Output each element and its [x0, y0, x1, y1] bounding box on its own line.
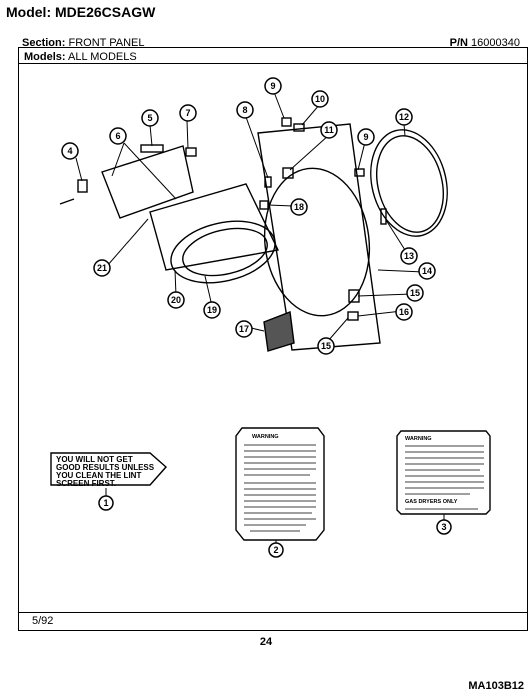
callout-8: 8 — [242, 105, 247, 115]
lint-label-line-4: SCREEN FIRST. — [56, 479, 116, 488]
door-outer-panel — [101, 145, 194, 219]
front-panel — [257, 123, 381, 351]
warning-label-3-title: WARNING — [405, 436, 432, 442]
callout-12: 12 — [399, 112, 409, 122]
callout-9b: 9 — [363, 132, 368, 142]
warning-label-2 — [235, 427, 325, 541]
footer-divider — [19, 612, 527, 613]
callout-6: 6 — [115, 131, 120, 141]
warning-label-2-title: WARNING — [252, 434, 279, 440]
part-15a — [348, 289, 360, 303]
screw-4 — [59, 198, 75, 205]
callout-21: 21 — [97, 263, 107, 273]
callout-18: 18 — [294, 202, 304, 212]
lint-label-line-3: YOU CLEAN THE LINT — [56, 471, 141, 480]
page-number: 24 — [259, 636, 273, 648]
diagram-frame — [18, 47, 528, 631]
part-7 — [185, 147, 197, 157]
part-9a — [281, 117, 292, 127]
models-divider — [19, 63, 527, 64]
drum-seal-ring-inner — [376, 135, 444, 233]
warning-label-3-fine-print — [405, 445, 484, 510]
section-label: Section: — [22, 37, 66, 49]
part-15b — [347, 311, 359, 321]
hinge-part-5 — [140, 144, 164, 153]
callout-4: 4 — [67, 146, 72, 156]
warning-label-3 — [396, 430, 491, 515]
models-value: ALL MODELS — [68, 51, 137, 63]
section-line: Section: FRONT PANEL — [22, 37, 144, 49]
callout-3: 3 — [441, 522, 446, 532]
callout-7: 7 — [185, 108, 190, 118]
callout-9a: 9 — [270, 81, 275, 91]
models-label: Models: — [24, 51, 66, 63]
callout-10: 10 — [315, 94, 325, 104]
pn-value: 16000340 — [471, 37, 520, 49]
models-line: Models: ALL MODELS — [24, 51, 137, 63]
model-label: Model: — [6, 4, 52, 20]
gas-dryers-only: GAS DRYERS ONLY — [405, 499, 458, 505]
door-inner-panel — [149, 183, 280, 271]
drum-seal-ring — [370, 129, 448, 237]
front-panel-opening — [263, 167, 371, 317]
part-9b — [354, 168, 365, 177]
callout-20: 20 — [171, 295, 181, 305]
warning-label-2-fine-print — [244, 444, 316, 532]
revision-date: 5/92 — [32, 615, 54, 627]
model-value: MDE26CSAGW — [55, 4, 156, 20]
pn-label: P/N — [449, 37, 468, 49]
callout-17: 17 — [239, 324, 249, 334]
callout-2: 2 — [273, 545, 278, 555]
lint-warning-label — [50, 452, 167, 486]
lint-label-line-1: YOU WILL NOT GET — [56, 455, 133, 464]
part-number-line: P/N 16000340 — [450, 37, 520, 49]
callout-13: 13 — [404, 251, 414, 261]
callout-16: 16 — [399, 307, 409, 317]
callout-11: 11 — [324, 125, 334, 135]
door-gasket-inner — [182, 227, 268, 277]
hinge-part-4 — [77, 179, 88, 193]
lint-label-line-2: GOOD RESULTS UNLESS — [56, 463, 155, 472]
section-value: FRONT PANEL — [68, 37, 145, 49]
model-title: Model: MDE26CSAGW — [6, 4, 155, 20]
part-10 — [293, 123, 305, 132]
callout-5: 5 — [147, 113, 152, 123]
part-13 — [380, 208, 387, 225]
document-code: MA103B12 — [468, 680, 524, 692]
callout-19: 19 — [207, 305, 217, 315]
callout-14: 14 — [422, 266, 432, 276]
callout-1: 1 — [103, 498, 108, 508]
callout-15b: 15 — [321, 341, 331, 351]
callout-15a: 15 — [410, 288, 420, 298]
part-18 — [259, 200, 269, 210]
lint-cover — [263, 311, 295, 352]
part-11 — [282, 167, 294, 179]
